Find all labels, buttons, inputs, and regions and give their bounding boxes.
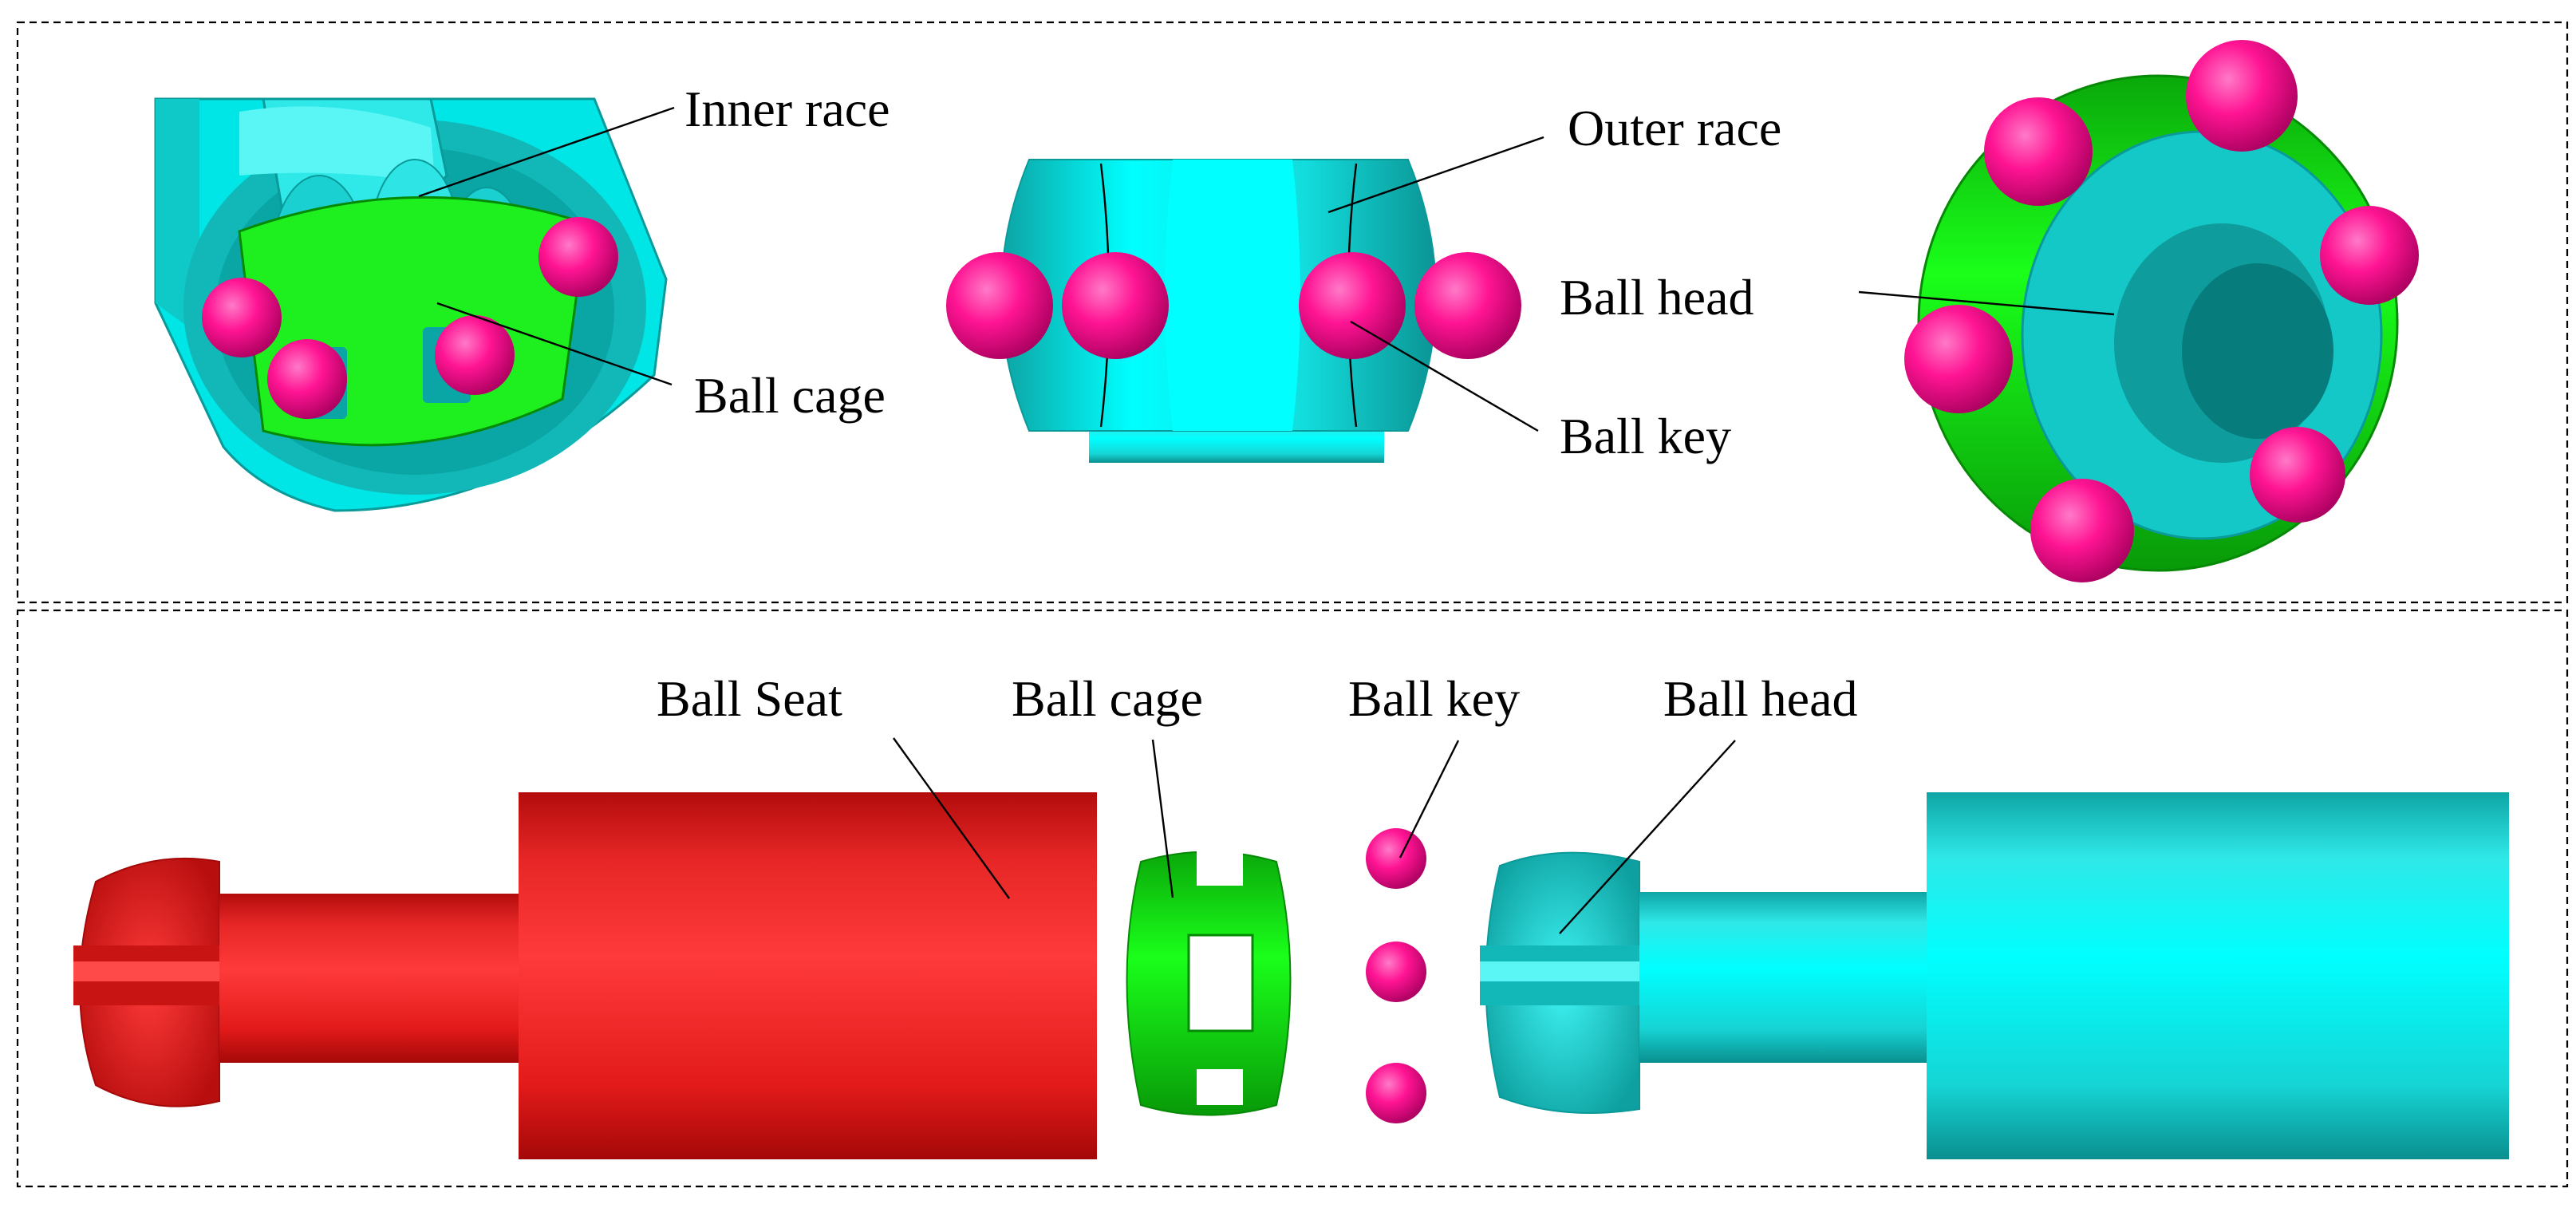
assembled-joint-view (154, 97, 668, 512)
label-outer-race: Outer race (1568, 100, 1781, 156)
label-ball-key-top: Ball key (1560, 408, 1731, 464)
label-ball-seat: Ball Seat (657, 670, 842, 727)
cage-assembly-view (1904, 40, 2419, 582)
top-panel-frame (16, 21, 2569, 604)
bottom-panel-frame (16, 609, 2569, 1188)
label-ball-cage-top: Ball cage (694, 367, 886, 424)
leader-lines (418, 106, 2115, 934)
label-ball-head-top: Ball head (1560, 269, 1753, 326)
exploded-view (73, 792, 2509, 1159)
label-inner-race: Inner race (684, 81, 890, 137)
inner-race-view (946, 159, 1521, 463)
label-ball-cage-bottom: Ball cage (1012, 670, 1203, 727)
label-ball-head-bottom: Ball head (1663, 670, 1857, 727)
label-ball-key-bottom: Ball key (1348, 670, 1520, 727)
